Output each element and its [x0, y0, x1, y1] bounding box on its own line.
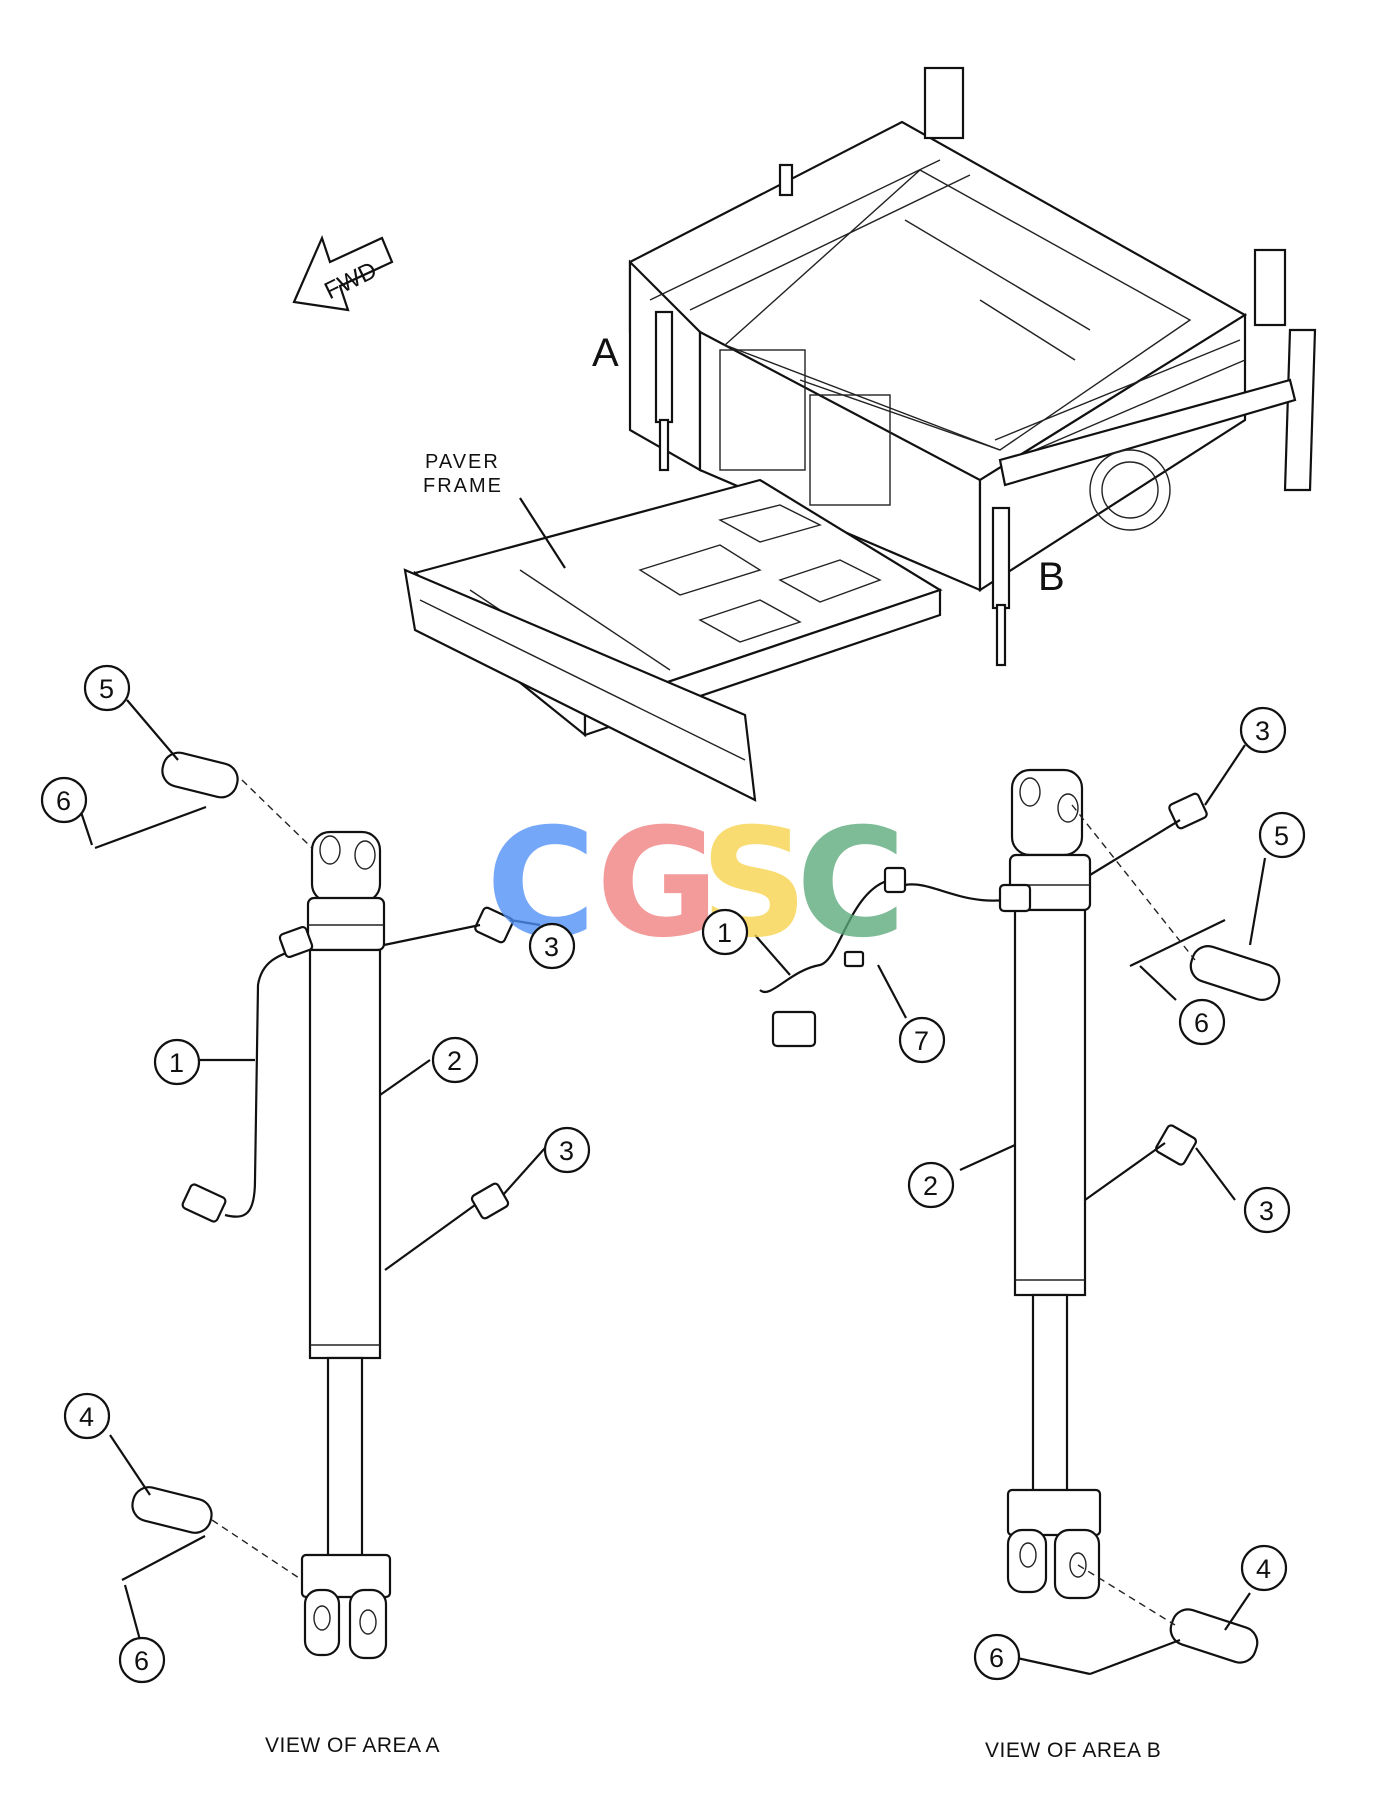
svg-text:2: 2 [447, 1046, 462, 1076]
watermark-letter-c2: C [796, 797, 906, 971]
callout-b3-mid: 3 [1243, 1186, 1291, 1234]
svg-text:7: 7 [914, 1026, 929, 1056]
callout-b7: 7 [898, 1016, 946, 1064]
cgsc-watermark: C G S C [486, 797, 906, 971]
area-a-label: A [592, 331, 619, 375]
svg-text:3: 3 [559, 1136, 574, 1166]
view-area-b-caption: VIEW OF AREA B [985, 1739, 1161, 1762]
callout-b6-bot: 6 [973, 1633, 1021, 1681]
callout-b3-top: 3 [1239, 706, 1287, 754]
callout-b2: 2 [907, 1161, 955, 1209]
svg-text:4: 4 [1256, 1554, 1271, 1584]
callout-a3-mid: 3 [543, 1126, 591, 1174]
callout-b1: 1 [701, 908, 749, 956]
paver-frame-illustration [403, 66, 1317, 802]
cylinder-b-illustration [759, 768, 1281, 1676]
svg-text:6: 6 [134, 1646, 149, 1676]
svg-text:5: 5 [99, 674, 114, 704]
paver-frame-leader [519, 497, 566, 569]
paver-frame-label-line1: PAVER [425, 451, 500, 473]
area-b-label: B [1038, 555, 1065, 599]
callout-a3-top: 3 [528, 922, 576, 970]
svg-text:3: 3 [544, 932, 559, 962]
callout-a5: 5 [83, 664, 131, 712]
leaders-area-a [76, 699, 546, 1641]
svg-text:3: 3 [1255, 716, 1270, 746]
svg-text:1: 1 [717, 918, 732, 948]
svg-text:6: 6 [56, 786, 71, 816]
svg-text:6: 6 [1194, 1008, 1209, 1038]
callout-a6-bot: 6 [118, 1636, 166, 1684]
svg-text:6: 6 [989, 1643, 1004, 1673]
paver-frame-label-line2: FRAME [423, 475, 503, 497]
callout-a6-top: 6 [40, 776, 88, 824]
svg-text:4: 4 [79, 1402, 94, 1432]
svg-text:2: 2 [923, 1171, 938, 1201]
watermark-letter-g: G [596, 797, 719, 971]
view-area-a-caption: VIEW OF AREA A [265, 1734, 440, 1757]
callout-a2: 2 [431, 1036, 479, 1084]
leaders-area-b [754, 744, 1267, 1676]
svg-text:5: 5 [1274, 821, 1289, 851]
assembly-line-a-top [241, 779, 313, 849]
cylinder-a-illustration [94, 751, 514, 1660]
callout-b5: 5 [1258, 811, 1306, 859]
callout-b6-top: 6 [1178, 998, 1226, 1046]
svg-text:1: 1 [169, 1048, 184, 1078]
callout-b4: 4 [1240, 1544, 1288, 1592]
assembly-line-a-bottom [211, 1519, 303, 1581]
fwd-arrow-icon: FWD [292, 234, 394, 312]
callout-a1: 1 [153, 1038, 201, 1086]
assembly-line-b-top [1071, 804, 1196, 961]
callout-a4: 4 [63, 1392, 111, 1440]
svg-text:3: 3 [1259, 1196, 1274, 1226]
